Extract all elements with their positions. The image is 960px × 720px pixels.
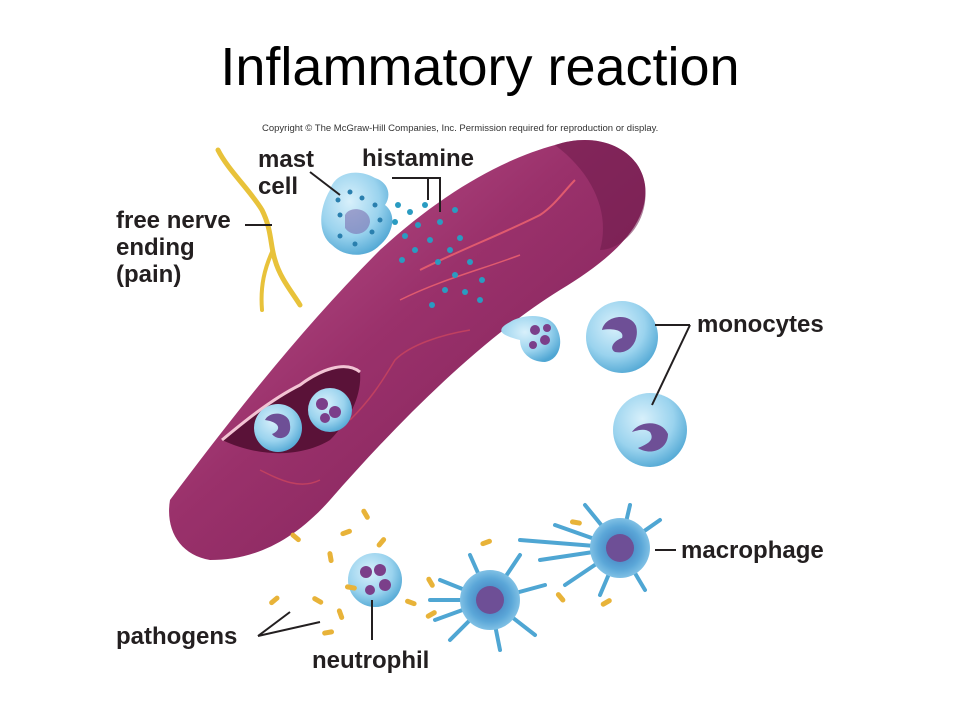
nerve-ending-icon (215, 147, 303, 312)
label-neutrophil: neutrophil (312, 647, 430, 674)
neutrophil-cell (348, 553, 402, 607)
mast-cell-icon (321, 172, 393, 255)
monocyte-cell-2 (613, 393, 687, 467)
leader-lines (245, 171, 691, 640)
label-ending: ending (116, 234, 195, 261)
monocyte-cell-1 (586, 301, 658, 373)
label-histamine: histamine (362, 145, 475, 172)
histamine-granules (392, 202, 485, 308)
label-macrophage: macrophage (681, 537, 824, 564)
vessel-cells (254, 388, 352, 452)
slide-title: Inflammatory reaction (220, 37, 740, 97)
blood-vessel (169, 139, 646, 560)
label-cell: cell (258, 173, 299, 200)
label-pathogens: pathogens (116, 623, 238, 650)
macrophage-cell-1 (428, 553, 547, 652)
label-pain: (pain) (116, 261, 182, 288)
emigrating-cell (501, 316, 561, 362)
label-monocytes: monocytes (697, 311, 824, 338)
label-mast: mast (258, 146, 315, 173)
macrophage-cell-2 (518, 503, 662, 597)
copyright-notice: Copyright © The McGraw-Hill Companies, I… (262, 123, 659, 134)
pathogens-icon (269, 508, 612, 636)
label-free-nerve: free nerve (116, 207, 231, 234)
